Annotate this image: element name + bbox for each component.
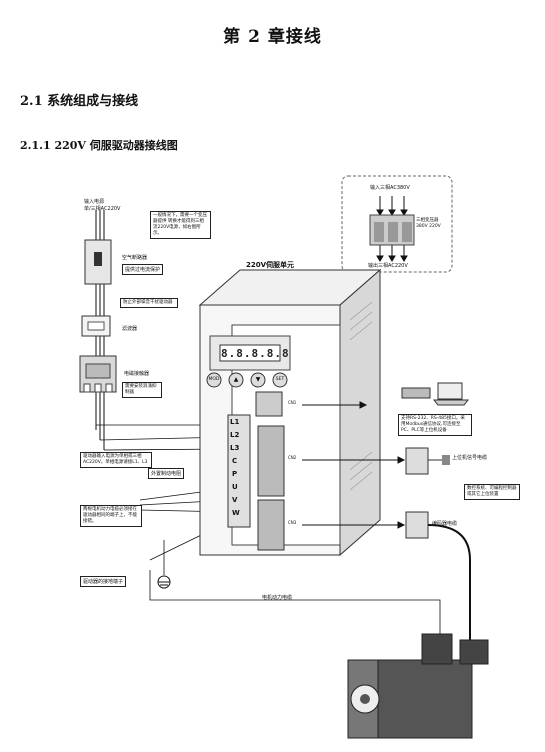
inset-output-label: 输出三相AC220V bbox=[368, 263, 408, 269]
terminal-p: P bbox=[232, 470, 238, 478]
signal-connector bbox=[405, 447, 450, 475]
drive-title: 220V伺服单元 bbox=[246, 261, 295, 269]
nc-note: 数控系统、可编程控制器或其它上位装置 bbox=[464, 484, 520, 500]
transformer-note: 一般情况下，需要一个变压器提供 转换才能得到三相流220V电源，如右图所示。 bbox=[150, 211, 211, 239]
port-cn1: CN1 bbox=[288, 400, 297, 405]
filter-label: 滤波器 bbox=[122, 326, 138, 332]
key-mod[interactable]: MOD bbox=[208, 377, 220, 382]
key-set[interactable]: SET bbox=[275, 377, 285, 382]
ground-note: 驱动器的接地端子 bbox=[80, 576, 127, 587]
power-cable-label: 电机动力电缆 bbox=[262, 595, 293, 601]
motor-wiring-note: 两根电机动力电缆必须接在驱动器相同的端子上，不能接错。 bbox=[80, 505, 142, 527]
key-down[interactable]: ▼ bbox=[255, 376, 261, 383]
breaker-label: 空气断路器 bbox=[122, 255, 148, 261]
terminal-l1: L1 bbox=[230, 418, 240, 426]
air-breaker bbox=[84, 239, 112, 285]
terminal-l2: L2 bbox=[230, 431, 240, 439]
servo-motor bbox=[347, 633, 489, 739]
key-up[interactable]: ▲ bbox=[233, 376, 239, 383]
inset-input-label: 输入三相AC380V bbox=[370, 185, 410, 191]
port-cn3: CN3 bbox=[288, 520, 297, 525]
terminal-w: W bbox=[232, 509, 240, 517]
input-power-label: 输入电源 bbox=[84, 199, 105, 205]
encoder-connector bbox=[405, 511, 471, 640]
transformer-image bbox=[369, 214, 415, 246]
surge-note: 需要安装浪涌抑制器 bbox=[122, 382, 162, 398]
section-heading: 2.1 系统组成与接线 bbox=[20, 94, 139, 109]
pc-plc-devices bbox=[401, 382, 470, 406]
terminal-c: C bbox=[232, 457, 238, 465]
inset-transformer-label: 三相变压器 380V 220V bbox=[416, 218, 441, 229]
contactor-label: 电磁接触器 bbox=[124, 371, 150, 377]
terminal-u: U bbox=[232, 483, 238, 491]
ext-brake-label: 外置制动电阻 bbox=[148, 468, 185, 479]
terminal-l3: L3 bbox=[230, 444, 240, 452]
drive-input-note: 驱动器输入电源为单相或三相AC220V。单相电源请接L1、L3 bbox=[80, 452, 152, 468]
ground-symbol bbox=[157, 575, 171, 589]
chapter-title: 第 2 章接线 bbox=[223, 27, 322, 47]
motor-power-cable bbox=[149, 570, 441, 640]
drive-display: 8.8.8.8.8 bbox=[221, 347, 290, 360]
comm-note: 支持RS-232、RS-485接口。采用Modbus通信协议,可连接至PC、PL… bbox=[398, 414, 472, 436]
filter bbox=[81, 315, 111, 337]
terminal-v: V bbox=[232, 496, 238, 504]
encoder-cable-label: 编码器电缆 bbox=[432, 521, 458, 527]
subsection-heading: 2.1.1 220V 伺服驱动器接线图 bbox=[20, 139, 178, 152]
inset-arrows bbox=[376, 196, 408, 262]
filter-note: 防止外部噪音干扰驱动器 bbox=[120, 298, 178, 308]
port-cn2: CN2 bbox=[288, 455, 297, 460]
input-voltage-label: 单/三相AC220V bbox=[84, 206, 121, 212]
signal-cable-label: 上位机信号电缆 bbox=[452, 455, 488, 461]
contactor bbox=[79, 355, 117, 393]
servo-drive bbox=[198, 268, 382, 557]
breaker-note: 提供过电流保护 bbox=[122, 264, 164, 275]
